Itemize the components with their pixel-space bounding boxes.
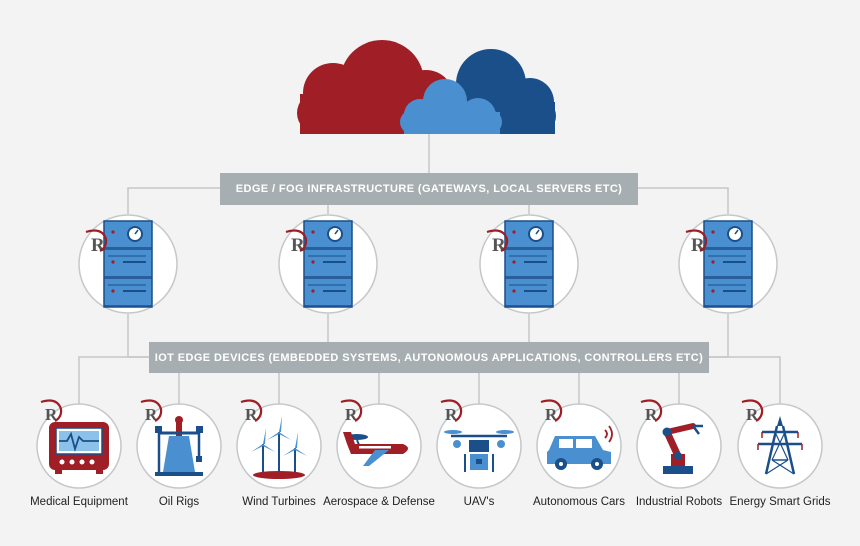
server-icon [703,220,753,308]
device-label-aerospace: Aerospace & Defense [323,496,435,508]
device-label-cars: Autonomous Cars [532,496,626,508]
server-icon [504,220,554,308]
logo-letter: R [145,405,158,424]
cloud-icon [297,40,556,134]
logo-letter: R [445,405,458,424]
server-icon [303,220,353,308]
device-node: R [536,399,622,489]
logo-letter: R [45,405,58,424]
logo-letter: R [345,405,358,424]
device-label-robots: Industrial Robots [635,496,723,508]
connector-lines [78,134,781,406]
cloud-light [400,79,502,134]
logo-letter: R [545,405,558,424]
server-node: R [678,214,778,314]
device-node: R [36,399,122,489]
device-node: R [737,399,823,489]
device-node: R [336,399,422,489]
iot-devices-banner: IOT EDGE DEVICES (EMBEDDED SYSTEMS, AUTO… [149,342,709,373]
logo-letter: R [691,235,705,256]
device-label-medical: Medical Equipment [30,496,128,508]
logo-letter: R [492,235,506,256]
device-node: R [236,399,322,489]
device-label-uav: UAV's [463,496,495,508]
device-node: R [436,399,522,489]
logo-letter: R [645,405,658,424]
device-label-grids: Energy Smart Grids [729,496,831,508]
server-node: R [479,214,579,314]
logo-letter: R [746,405,759,424]
device-node: R [136,399,222,489]
server-icon [103,220,153,308]
server-node: R [78,214,178,314]
server-node: R [278,214,378,314]
logo-letter: R [245,405,258,424]
logo-letter: R [91,235,105,256]
edge-fog-banner: EDGE / FOG INFRASTRUCTURE (GATEWAYS, LOC… [220,173,638,205]
logo-letter: R [291,235,305,256]
device-node: R [636,399,722,489]
medical-monitor-icon [48,421,110,475]
device-label-wind: Wind Turbines [242,496,316,508]
device-label-oil-rigs: Oil Rigs [158,496,200,508]
